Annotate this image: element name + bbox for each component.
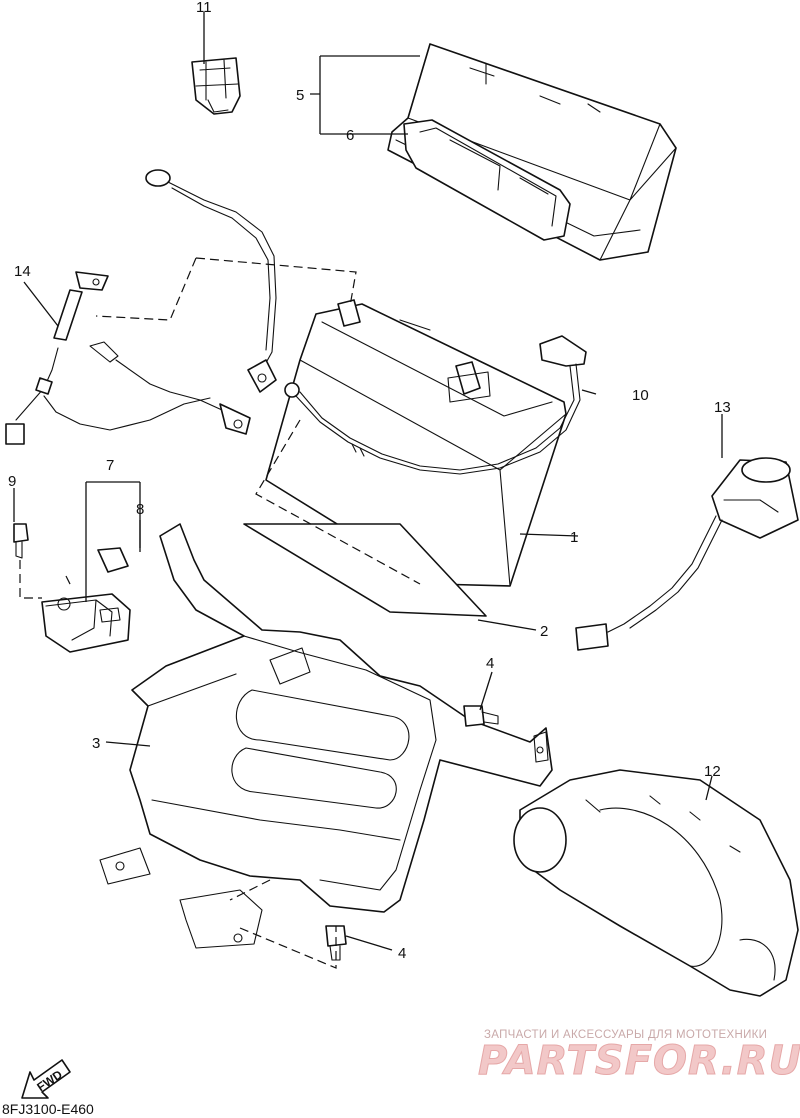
- part-5-battery-cover: [387, 43, 677, 261]
- callout-2: 2: [540, 623, 548, 640]
- watermark-tagline: ЗАПЧАСТИ И АКСЕССУАРЫ ДЛЯ МОТОТЕХНИКИ: [484, 1029, 767, 1041]
- part-7-relay: [41, 593, 131, 653]
- part-3-battery-tray: [99, 523, 553, 949]
- part-14-wire-harness: [5, 271, 251, 445]
- callout-8: 8: [136, 501, 144, 518]
- part-4-bolt-upper: [463, 705, 499, 727]
- leader-lines: [13, 12, 723, 951]
- callout-1: 1: [570, 529, 578, 546]
- part-8-relay-cap: [97, 547, 129, 573]
- callout-3: 3: [92, 735, 100, 752]
- part-11-clip: [191, 57, 241, 115]
- part-6-band: [403, 119, 571, 241]
- callout-11: 11: [196, 0, 212, 16]
- part-9-bolt: [13, 523, 29, 559]
- callout-5: 5: [296, 87, 304, 104]
- watermark-logo: PARTSFOR.RU: [478, 1038, 800, 1084]
- callout-7: 7: [106, 457, 114, 474]
- part-10-cable-top: [145, 169, 277, 393]
- callout-4-lower: 4: [398, 945, 406, 962]
- diagram-code: 8FJ3100-E460: [2, 1101, 94, 1117]
- callout-12: 12: [704, 763, 721, 780]
- part-13-socket: [575, 457, 799, 651]
- part-10-cable: [284, 335, 587, 475]
- callout-labels: 11 5 6 14 10 13 7 9 8 1 2 4 3 12 4: [8, 0, 731, 962]
- part-12-cover: [513, 769, 799, 997]
- assembly-guides: [19, 257, 421, 969]
- callout-10: 10: [632, 387, 649, 404]
- callout-4-upper: 4: [486, 655, 494, 672]
- callout-9: 9: [8, 473, 16, 490]
- part-1-battery: [265, 299, 567, 587]
- callout-13: 13: [714, 399, 731, 416]
- part-2-battery-mat: [243, 523, 487, 617]
- fwd-arrow-icon: FWD: [21, 1059, 71, 1099]
- watermark: ЗАПЧАСТИ И АКСЕССУАРЫ ДЛЯ МОТОТЕХНИКИ PA…: [478, 1029, 800, 1085]
- callout-6: 6: [346, 127, 354, 144]
- callout-14: 14: [14, 263, 31, 280]
